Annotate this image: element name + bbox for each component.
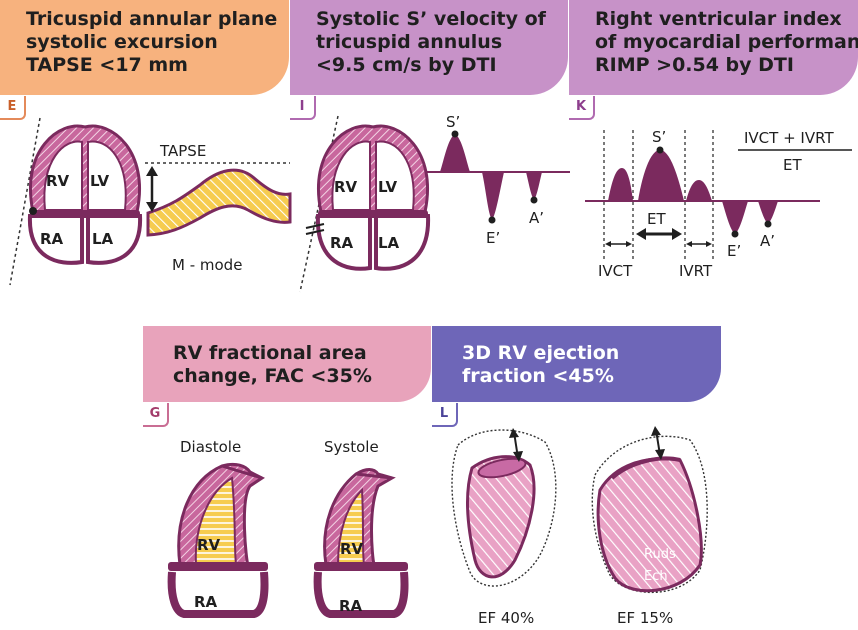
watermark-line: Ruds [644, 547, 676, 562]
s-wave-label: S’ [652, 128, 666, 146]
s-wave [638, 150, 684, 201]
ivrt-wave [686, 180, 712, 201]
tapse-title-line: TAPSE <17 mm [26, 54, 188, 76]
tapse-title-line: systolic excursion [26, 31, 218, 53]
rv-diastole-icon [167, 462, 269, 618]
lv-label: LV [378, 178, 397, 196]
rimp-diagram: S’ E’ A’ ET IVCT IVRT IVCT + IVRT ET [585, 128, 852, 280]
rimp-panel-tag: K [569, 96, 595, 120]
heart-4ch-icon [27, 124, 143, 265]
ef3d-title-line: 3D RV ejection [462, 342, 620, 364]
s-wave [440, 134, 470, 172]
s-prime-panel-tag: I [290, 96, 316, 120]
ef3d-header: 3D RV ejection fraction <45% [432, 326, 721, 402]
rv-label: RV [334, 178, 358, 196]
ra-label: RA [194, 593, 218, 611]
rimp-header: Right ventricular index of myocardial pe… [569, 0, 858, 95]
fac-panel-tag: G [143, 403, 169, 427]
timing-lines [603, 130, 714, 262]
la-label: LA [92, 230, 114, 248]
ra-label: RA [339, 597, 363, 615]
rv-label: RV [46, 172, 70, 190]
rv-label: RV [340, 540, 364, 558]
ivct-wave [608, 168, 633, 201]
ef15-label: EF 15% [617, 609, 673, 627]
rv-3d-ef40-icon [451, 428, 557, 587]
a-wave [758, 201, 778, 224]
la-label: LA [378, 234, 400, 252]
watermark-line: Ech [644, 569, 668, 584]
mmode-trace [146, 168, 292, 237]
ivct-label: IVCT [598, 262, 633, 280]
systole-label: Systole [324, 438, 379, 456]
s-prime-header: Systolic S’ velocity of tricuspid annulu… [290, 0, 568, 95]
tapse-header: Tricuspid annular plane systolic excursi… [0, 0, 289, 95]
fac-header: RV fractional area change, FAC <35% [143, 326, 431, 402]
ef3d-title-line: fraction <45% [462, 365, 614, 387]
ra-label: RA [40, 230, 64, 248]
heart-4ch-icon [315, 124, 431, 271]
s-prime-diagram: RV LV RA LA S’ E’ A’ [299, 113, 570, 293]
e-wave-label: E’ [486, 229, 500, 247]
s-wave-label: S’ [446, 113, 460, 131]
s-prime-title-line: <9.5 cm/s by DTI [316, 54, 497, 76]
formula-numerator: IVCT + IVRT [744, 129, 834, 147]
tapse-panel-tag: E [0, 96, 26, 120]
e-wave [722, 201, 748, 234]
fac-title-line: change, FAC <35% [173, 365, 372, 387]
tapse-label: TAPSE [159, 142, 206, 160]
e-wave [482, 172, 504, 220]
s-prime-title-line: Systolic S’ velocity of [316, 8, 546, 30]
ra-label: RA [330, 234, 354, 252]
tapse-diagram: RV LV RA LA TAPSE M - mode [9, 117, 292, 286]
rimp-title-line: Right ventricular index [595, 8, 842, 30]
tapse-title-line: Tricuspid annular plane [26, 8, 278, 30]
lv-label: LV [90, 172, 109, 190]
a-wave [526, 172, 542, 200]
et-label: ET [647, 210, 666, 228]
a-wave-label: A’ [760, 232, 775, 250]
fac-diagram: Diastole Systole RV RA RV RA [167, 438, 409, 618]
rimp-title-line: RIMP >0.54 by DTI [595, 54, 794, 76]
beam-line [9, 117, 41, 286]
ef3d-panel-tag: L [432, 403, 458, 427]
fac-title-line: RV fractional area [173, 342, 367, 364]
formula-denominator: ET [783, 156, 802, 174]
rimp-title-line: of myocardial performance, [595, 31, 858, 53]
rv-systole-icon [313, 468, 409, 618]
ef40-label: EF 40% [478, 609, 534, 627]
e-wave-label: E’ [727, 242, 741, 260]
a-wave-label: A’ [529, 209, 544, 227]
mmode-label: M - mode [172, 256, 242, 274]
s-prime-title-line: tricuspid annulus [316, 31, 503, 53]
rv-label: RV [197, 536, 221, 554]
rv-3d-ef15-icon [591, 426, 708, 594]
ivrt-label: IVRT [679, 262, 713, 280]
diastole-label: Diastole [180, 438, 241, 456]
ef3d-diagram: EF 40% EF 15% Ruds Ech [451, 426, 708, 627]
